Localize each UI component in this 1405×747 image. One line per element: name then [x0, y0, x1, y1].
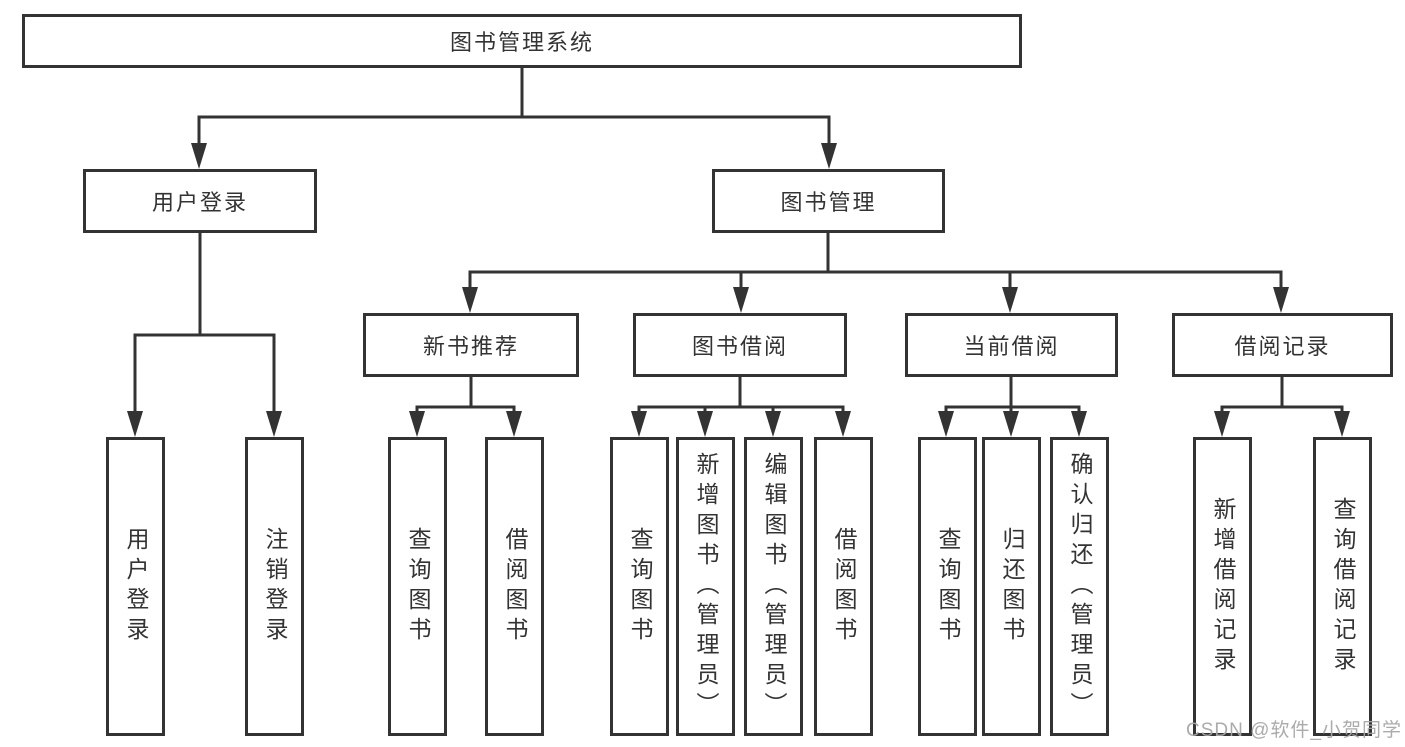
connector-book-management — [462, 233, 1289, 313]
node-user-login: 用户登录 — [83, 169, 317, 233]
csdn-watermark: CSDN @软件_小贺同学 — [1186, 720, 1402, 741]
leaf-borrow-books-recommend: 借阅图书 — [485, 437, 544, 736]
leaf-confirm-return-admin: 确认归还（管理员） — [1050, 437, 1109, 736]
leaf-add-books-admin: 新增图书（管理员） — [676, 437, 735, 736]
connector-user-login — [127, 233, 282, 437]
connector-borrow-records — [1214, 377, 1350, 437]
leaf-edit-books-admin: 编辑图书（管理员） — [744, 437, 803, 736]
leaf-borrow-books: 借阅图书 — [814, 437, 873, 736]
leaf-query-books-borrow: 查询图书 — [610, 437, 669, 736]
node-book-management: 图书管理 — [712, 169, 945, 233]
connector-current-borrow — [938, 377, 1087, 437]
leaf-query-books-current: 查询图书 — [918, 437, 977, 736]
leaf-user-login: 用户登录 — [106, 437, 165, 736]
connector-book-borrow — [631, 377, 851, 437]
leaf-return-books: 归还图书 — [982, 437, 1041, 736]
leaf-add-borrow-record: 新增借阅记录 — [1193, 437, 1252, 736]
leaf-logout: 注销登录 — [245, 437, 304, 736]
leaf-query-books-recommend: 查询图书 — [388, 437, 447, 736]
node-book-borrow: 图书借阅 — [633, 313, 847, 377]
connector-root — [191, 68, 837, 169]
node-current-borrow: 当前借阅 — [905, 313, 1118, 377]
connector-new-book-recommend — [409, 377, 522, 437]
node-borrow-records: 借阅记录 — [1172, 313, 1393, 377]
leaf-query-borrow-record: 查询借阅记录 — [1313, 437, 1372, 736]
node-root-library-system: 图书管理系统 — [22, 14, 1022, 68]
node-new-book-recommend: 新书推荐 — [363, 313, 579, 377]
